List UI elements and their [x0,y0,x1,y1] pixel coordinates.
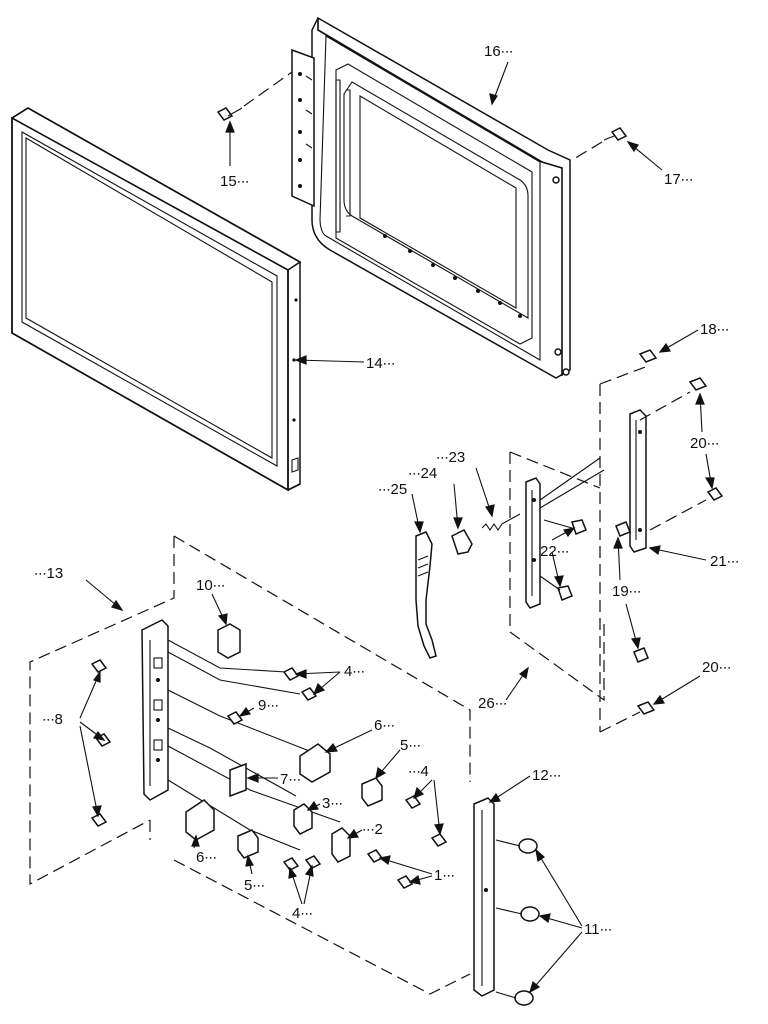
callout-24: ∙∙∙24 [408,465,437,482]
dash-guide-20b [599,711,641,733]
screws-lower [90,659,448,889]
callout-25: ∙∙∙25 [378,481,407,498]
callout-8: ∙∙∙8 [42,711,63,728]
hinge-plate [291,48,315,208]
dash-box-26 [509,451,605,702]
callout-labels: 16∙∙∙ 15∙∙∙ 17∙∙∙ 14∙∙∙ 18∙∙∙ 20∙∙∙ ∙∙∙2… [34,43,739,938]
callout-26: 26∙∙∙ [478,695,507,712]
part-6-switch-lower [185,799,215,841]
callout-9: 9∙∙∙ [258,697,279,714]
callout-17: 17∙∙∙ [664,171,693,188]
part-13-frame-outline [29,535,471,995]
callout-20-bottom: 20∙∙∙ [702,659,731,676]
callout-4-right: ∙∙∙4 [408,763,429,780]
callout-11: 11∙∙∙ [584,921,612,938]
part-16-inner-door [311,16,571,379]
callout-12: 12∙∙∙ [532,767,561,784]
dash-guide-18 [599,365,649,385]
door-vent-dots [383,234,522,318]
part-5-switch-lower [237,829,259,859]
callout-6-upper: 6∙∙∙ [374,717,395,734]
part-8-switch-bracket [141,619,169,801]
callout-5-upper: 5∙∙∙ [400,737,421,754]
callout-4-top: 4∙∙∙ [344,663,365,680]
part-20-screw-top [639,377,708,421]
part-11-bumpers [495,838,540,1006]
callout-5-lower: 5∙∙∙ [244,877,265,894]
part-6-switch-upper [299,743,331,783]
callout-7: 7∙∙∙ [280,771,301,788]
callout-2: ∙∙∙2 [362,821,383,838]
part-20-screw-bottom [636,701,656,715]
part-3-switch [293,803,313,835]
part-10-switch [217,623,241,659]
part-15-screw [216,71,293,121]
part-18-screw [638,349,658,363]
callout-19: 19∙∙∙ [612,583,641,600]
callout-10: 10∙∙∙ [196,577,225,594]
part-14-door-frame [11,107,302,492]
part-2-switch [331,827,351,863]
callout-16: 16∙∙∙ [484,43,513,60]
leader-lines [79,61,715,994]
callout-23: ∙∙∙23 [436,449,465,466]
callout-3: 3∙∙∙ [322,795,343,812]
part-7-actuator [229,762,247,798]
part-25-latch-arm [415,531,437,659]
part-19-screw [615,521,649,663]
callout-22: 22∙∙∙ [540,543,569,560]
callout-6-lower: 6∙∙∙ [196,849,217,866]
callout-1: 1∙∙∙ [434,867,455,884]
callout-21: 21∙∙∙ [710,553,739,570]
part-26-bracket [525,457,605,609]
callout-4-lower: 4∙∙∙ [292,905,313,922]
callout-15: 15∙∙∙ [220,173,249,190]
part-24-latch [451,529,473,555]
callout-18: 18∙∙∙ [700,321,729,338]
part-12-hinge-bar [473,797,495,997]
callout-14: 14∙∙∙ [366,355,395,372]
part-17-screw [571,127,628,161]
callout-13: ∙∙∙13 [34,565,63,582]
part-20-screw-mid [649,487,724,531]
part-21-door-latch-bracket [629,409,647,553]
part-23-spring [481,513,521,531]
part-22-clip [539,519,587,601]
callout-20-top: 20∙∙∙ [690,435,719,452]
part-5-switch-upper [361,777,383,807]
